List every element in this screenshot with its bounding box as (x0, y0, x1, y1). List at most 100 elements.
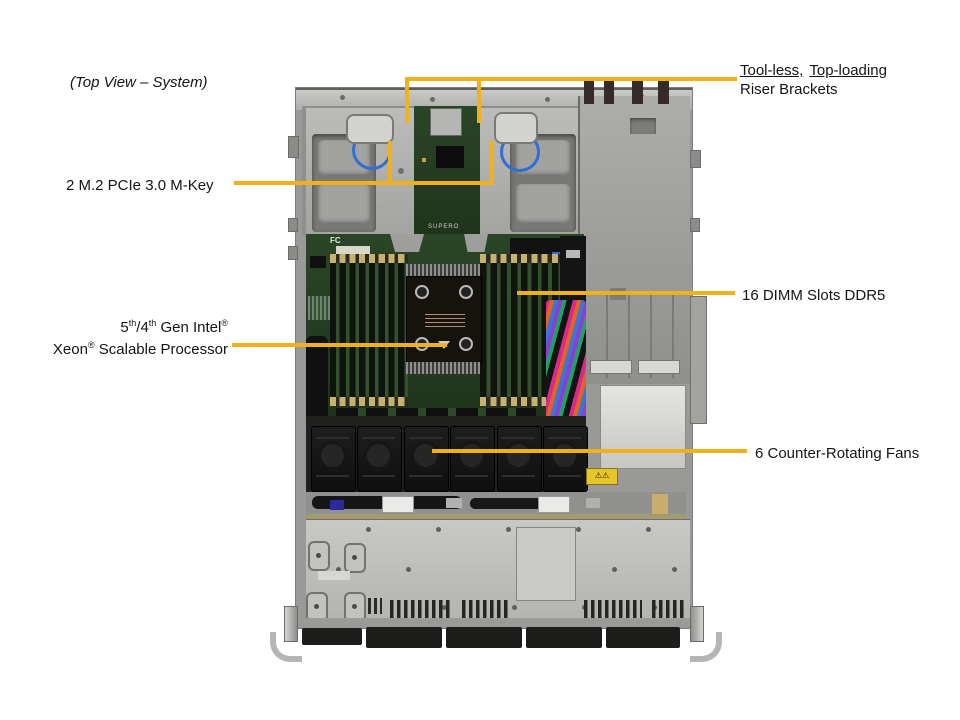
side-tab (690, 218, 700, 232)
vent-group (584, 600, 642, 618)
panel-hole (306, 592, 328, 622)
label-m2: 2 M.2 PCIe 3.0 M-Key (66, 177, 214, 194)
fan-1 (311, 426, 356, 492)
psu-handle (658, 78, 669, 104)
cable-glint (566, 250, 580, 258)
cpu-heatsink (406, 262, 482, 376)
dimm-latch-row (480, 397, 562, 406)
dimm-bank-left (330, 254, 408, 406)
board-label (336, 246, 370, 254)
side-tab (690, 150, 701, 168)
braided-cable (470, 498, 560, 509)
dimm-latch-row (330, 254, 408, 263)
vent-group (462, 600, 510, 618)
gold-strip (306, 514, 686, 519)
callout-line-cpu (232, 343, 447, 347)
panel-label-strip (318, 571, 350, 580)
fan-3 (404, 426, 449, 492)
silver-bracket (446, 498, 462, 508)
pcb-chip (436, 146, 464, 168)
label-fans: 6 Counter-Rotating Fans (755, 445, 920, 462)
drive-tray (526, 627, 602, 648)
panel-hole (308, 541, 330, 571)
psu-release-slot (638, 360, 680, 374)
caption-top-view: (Top View – System) (70, 74, 208, 91)
bracket-leg (390, 234, 424, 252)
psu-front-box (600, 385, 686, 469)
label-riser-brackets: Tool-less, Top-loading Riser Brackets (740, 61, 887, 99)
side-tab (288, 246, 298, 260)
psu-handle (584, 78, 594, 104)
front-panel-screws (366, 527, 371, 532)
riser-latch (346, 114, 394, 144)
io-connector (430, 108, 462, 136)
panel-outline-rect (516, 527, 576, 601)
psu-release-slot (590, 360, 632, 374)
psu-bay (578, 96, 690, 384)
dimm-slots (330, 263, 408, 397)
tan-connector (652, 494, 668, 514)
psu-vent-slot (630, 118, 656, 134)
callout-line-fans (432, 449, 747, 453)
center-pcb: SUPERO (414, 106, 480, 246)
fan-6 (543, 426, 588, 492)
cable-tray (306, 492, 686, 518)
riser-latch (494, 112, 538, 144)
board-marking-fc: FC (330, 236, 341, 245)
label-riser-word1: Tool-less, (740, 62, 804, 79)
drive-tray (446, 627, 522, 648)
blue-connector (330, 500, 344, 510)
bracket-leg (464, 234, 488, 252)
drive-tray (366, 627, 442, 648)
mounting-ear-right (682, 606, 722, 662)
fan-5 (497, 426, 542, 492)
molex-connector (538, 496, 570, 513)
heatsink-label (425, 311, 465, 327)
panel-hole (344, 543, 366, 573)
warning-sticker: ⚠⚠ (586, 468, 618, 485)
cable-black (306, 336, 328, 428)
panel-mini-slots (368, 598, 382, 614)
psu-handle (604, 78, 614, 104)
psu-handle (632, 78, 643, 104)
callout-line-m2-horizontal (234, 181, 494, 185)
label-riser-line2: Riser Brackets (740, 81, 838, 98)
callout-line-m2-rise-left (388, 141, 392, 185)
label-cpu-line2: Xeon® Scalable Processor (52, 340, 228, 359)
side-rail-extension (690, 296, 707, 424)
rear-rail-screws (340, 95, 345, 100)
riser-screw (398, 168, 404, 174)
vent-group (390, 600, 452, 618)
pcb-marking-super: SUPERO (428, 224, 460, 230)
label-dimm: 16 DIMM Slots DDR5 (742, 287, 886, 304)
riser-window (516, 184, 570, 224)
heatsink-screw (459, 337, 473, 351)
label-riser-line1: Tool-less, Top-loading (740, 61, 887, 80)
vent-group (652, 600, 686, 618)
heatsink-screw (415, 285, 429, 299)
callout-line-dimm (517, 291, 735, 295)
heatsink-fins-bottom (406, 362, 480, 374)
dimm-latch-row (330, 397, 408, 406)
silver-bracket (586, 498, 600, 508)
heatsink-screw (459, 285, 473, 299)
side-tab (288, 218, 298, 232)
callout-line-riser-drop-left (405, 77, 409, 123)
molex-connector (382, 496, 414, 513)
callout-line-m2-rise-right (490, 141, 494, 185)
fan-2 (357, 426, 402, 492)
fan-4 (450, 426, 495, 492)
mounting-ear-left (266, 606, 304, 662)
drive-tray (302, 628, 362, 645)
label-riser-word2: Top-loading (809, 62, 887, 79)
label-cpu: 5th/4th Gen Intel® Xeon® Scalable Proces… (28, 317, 228, 361)
callout-line-riser-drop-right (477, 77, 481, 123)
panel-bottom-shade (306, 618, 690, 627)
pcb-gold-dot (422, 158, 426, 162)
heatsink-body (406, 276, 482, 364)
dimm-latch-row (480, 254, 562, 263)
drive-tray (606, 627, 680, 648)
riser-window (318, 184, 370, 224)
riser-bracket-right (480, 108, 584, 234)
heatsink-fins-top (406, 264, 480, 276)
